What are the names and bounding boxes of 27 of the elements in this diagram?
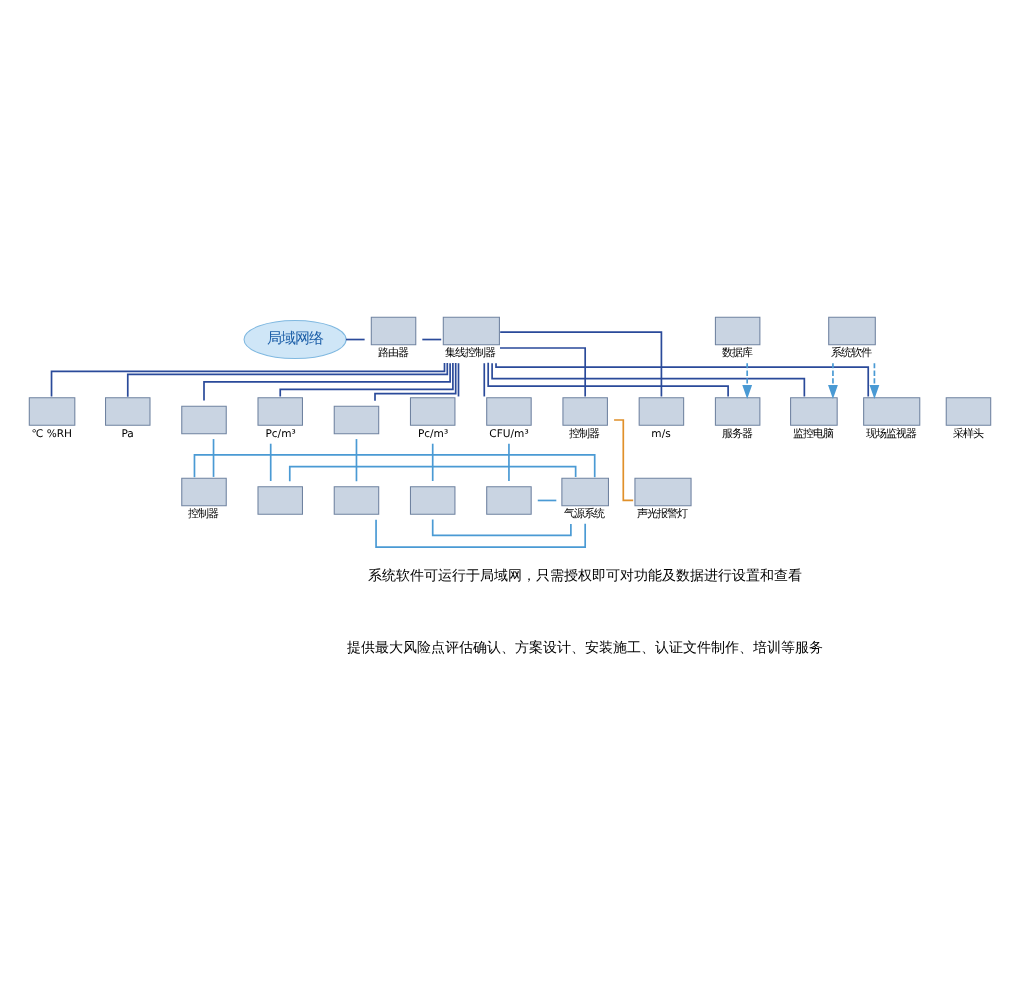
connector	[421, 337, 443, 340]
connector	[431, 517, 572, 536]
arrow	[828, 361, 838, 398]
connector	[288, 464, 577, 481]
connector	[491, 361, 806, 397]
connector	[375, 517, 587, 547]
connector	[269, 441, 272, 481]
connector	[355, 437, 358, 482]
arrow	[742, 361, 753, 398]
connector	[508, 441, 510, 481]
connector	[483, 361, 486, 397]
connector	[193, 453, 596, 478]
connector	[126, 361, 449, 397]
connector	[499, 330, 663, 397]
connector	[499, 346, 587, 397]
connector	[536, 498, 558, 501]
connector	[279, 361, 454, 397]
connector	[212, 437, 215, 477]
connector	[495, 361, 870, 397]
connector	[457, 361, 460, 397]
connector	[431, 441, 434, 481]
connector	[345, 337, 366, 340]
connector	[613, 418, 635, 501]
connector	[203, 361, 451, 401]
connector	[487, 360, 729, 397]
arrow	[869, 361, 880, 398]
connector	[374, 361, 457, 401]
